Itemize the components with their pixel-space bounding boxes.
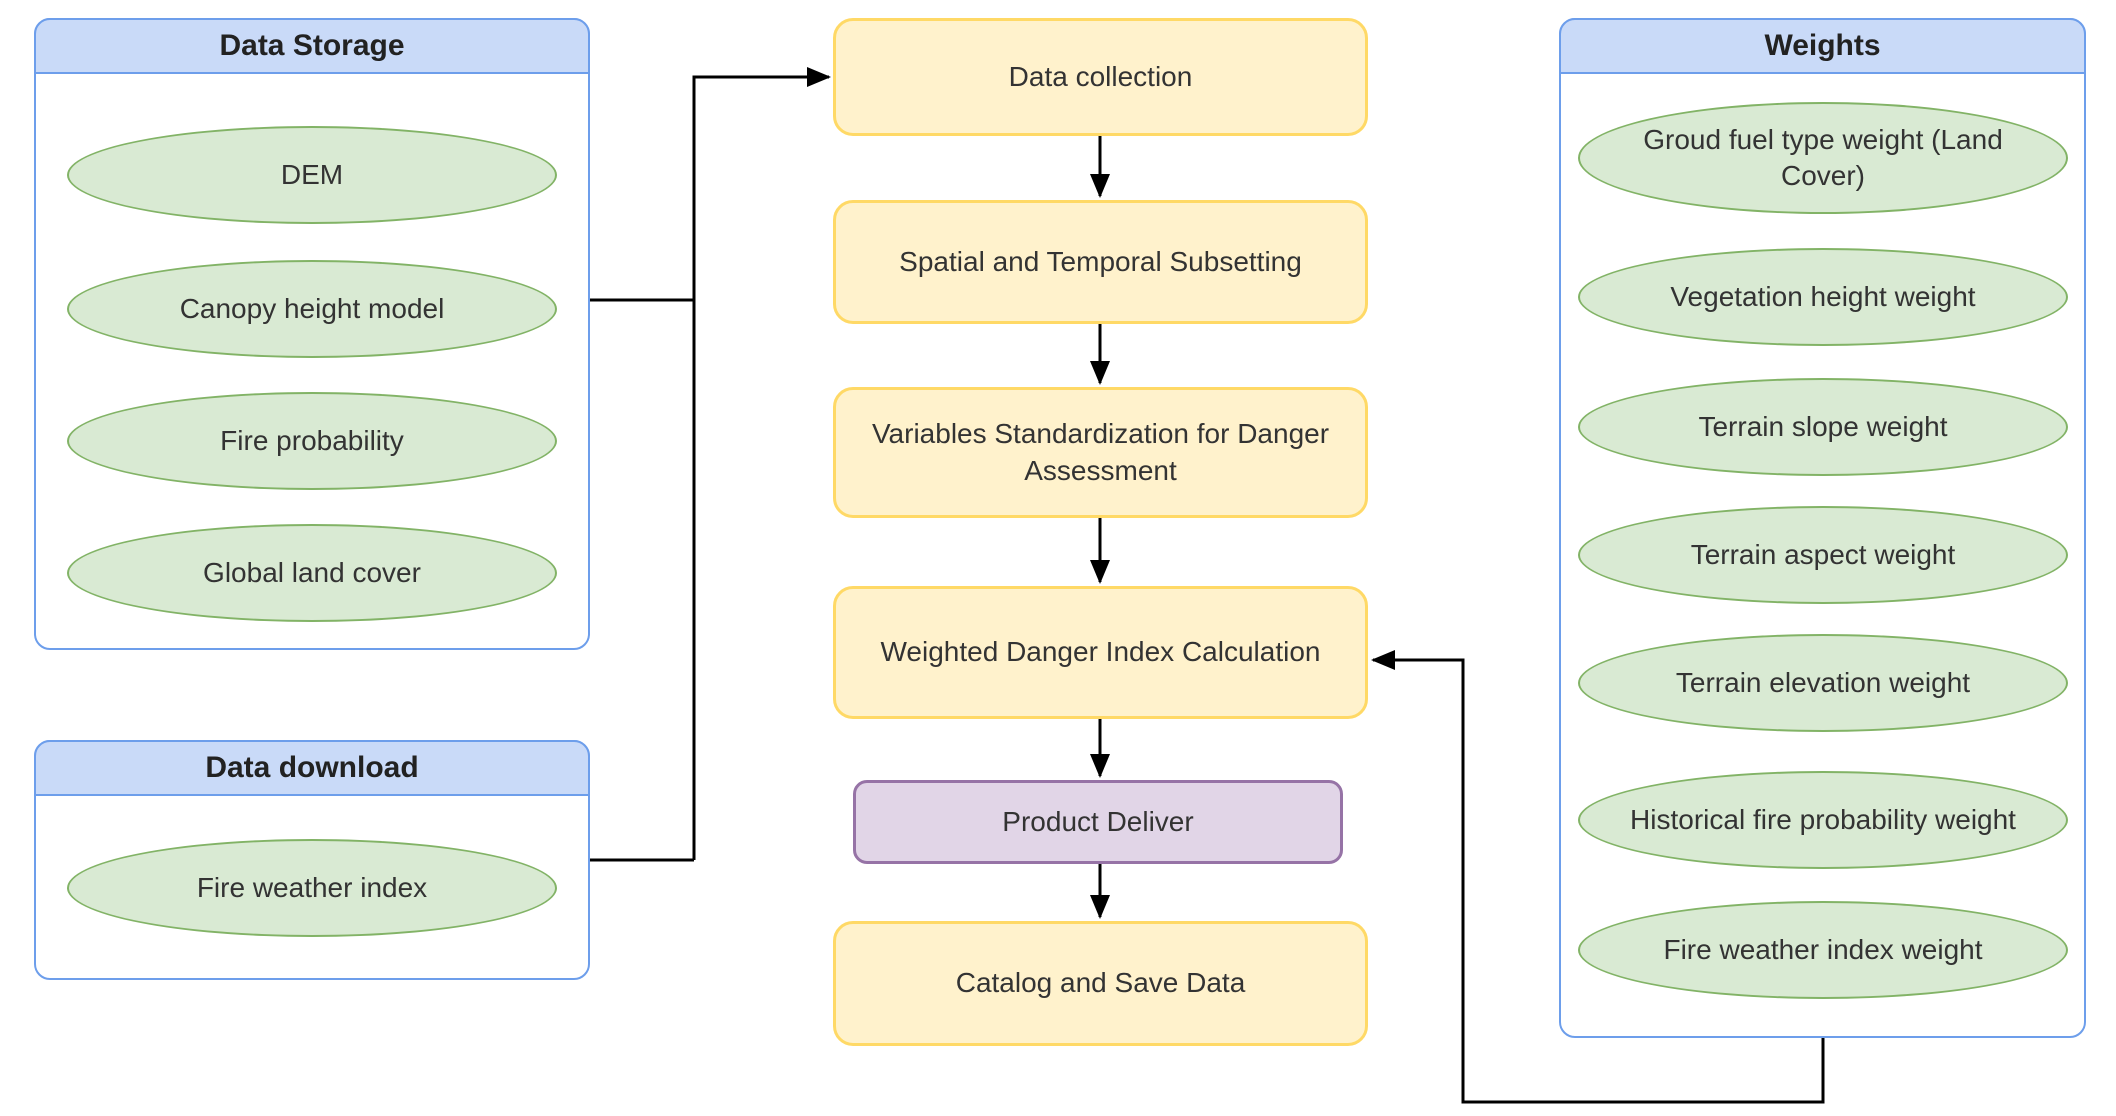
node-terrain-slope-weight-label: Terrain slope weight — [1698, 411, 1948, 443]
node-fire-weather-index-label: Fire weather index — [196, 872, 428, 904]
step-data-collection: Data collection — [833, 18, 1368, 136]
step-catalog-and-save-data-label: Catalog and Save Data — [955, 967, 1246, 999]
step-variables-standardization-label: Variables Standardization for Danger Ass… — [871, 418, 1330, 486]
node-vegetation-height-weight: Vegetation height weight — [1578, 248, 2068, 346]
step-spatial-temporal-subsetting: Spatial and Temporal Subsetting — [833, 200, 1368, 324]
step-variables-standardization: Variables Standardization for Danger Ass… — [833, 387, 1368, 518]
node-canopy-height-model: Canopy height model — [67, 260, 557, 358]
data-download-panel-title: Data download — [205, 751, 419, 784]
node-dem-label: DEM — [280, 159, 344, 191]
step-weighted-danger-index-calculation-label: Weighted Danger Index Calculation — [880, 636, 1321, 668]
node-dem: DEM — [67, 126, 557, 224]
weights-panel-title: Weights — [1764, 29, 1881, 62]
node-fire-probability: Fire probability — [67, 392, 557, 490]
step-catalog-and-save-data: Catalog and Save Data — [833, 921, 1368, 1046]
step-spatial-temporal-subsetting-label: Spatial and Temporal Subsetting — [899, 245, 1302, 277]
weights-panel-header: Weights — [1559, 18, 2086, 74]
node-groud-fuel-type-weight: Groud fuel type weight (Land Cover) — [1578, 102, 2068, 214]
node-fire-weather-index-weight: Fire weather index weight — [1578, 901, 2068, 999]
node-fire-weather-index-weight-label: Fire weather index weight — [1663, 934, 1983, 966]
step-product-deliver-label: Product Deliver — [1002, 805, 1194, 837]
node-terrain-aspect-weight-label: Terrain aspect weight — [1690, 539, 1956, 571]
data-storage-panel-title: Data Storage — [219, 29, 405, 62]
step-product-deliver: Product Deliver — [853, 780, 1343, 864]
node-terrain-elevation-weight-label: Terrain elevation weight — [1675, 667, 1971, 699]
node-terrain-aspect-weight: Terrain aspect weight — [1578, 506, 2068, 604]
node-global-land-cover: Global land cover — [67, 524, 557, 622]
node-historical-fire-probability-weight: Historical fire probability weight — [1578, 771, 2068, 869]
node-fire-weather-index: Fire weather index — [67, 839, 557, 937]
node-terrain-slope-weight: Terrain slope weight — [1578, 378, 2068, 476]
step-data-collection-label: Data collection — [1008, 60, 1193, 92]
node-terrain-elevation-weight: Terrain elevation weight — [1578, 634, 2068, 732]
node-fire-probability-label: Fire probability — [220, 425, 404, 457]
node-canopy-height-model-label: Canopy height model — [179, 293, 445, 325]
step-weighted-danger-index-calculation: Weighted Danger Index Calculation — [833, 586, 1368, 719]
node-historical-fire-probability-weight-label: Historical fire probability weight — [1630, 804, 2016, 836]
data-download-panel-header: Data download — [34, 740, 590, 796]
node-vegetation-height-weight-label: Vegetation height weight — [1670, 281, 1976, 313]
data-storage-panel-header: Data Storage — [34, 18, 590, 74]
node-global-land-cover-label: Global land cover — [203, 557, 421, 589]
node-groud-fuel-type-weight-label: Groud fuel type weight (Land Cover) — [1643, 124, 2003, 191]
connector-trunk-to-data-collection — [692, 67, 831, 860]
